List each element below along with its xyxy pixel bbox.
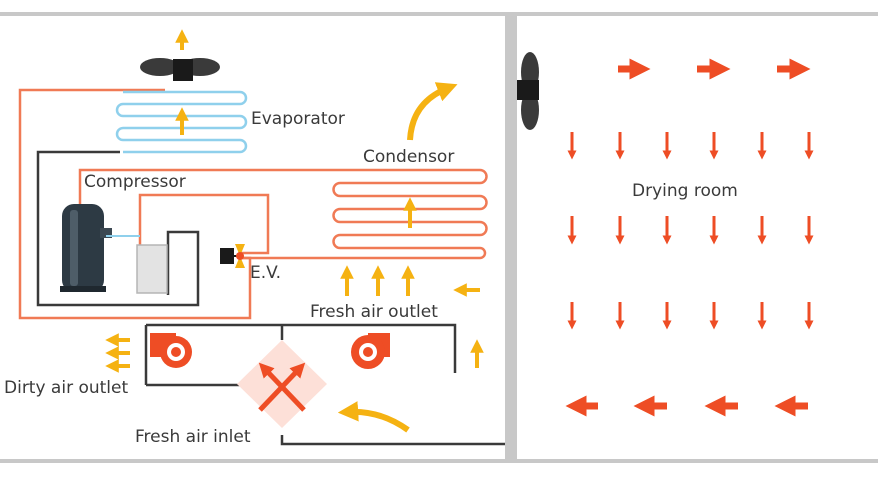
receiver-tank-icon	[136, 244, 168, 294]
evaporator-label: Evaporator	[251, 109, 345, 129]
fresh-air-inlet-label: Fresh air inlet	[135, 427, 251, 447]
evaporator-coil	[115, 90, 248, 154]
fresh-air-outlet-label: Fresh air outlet	[310, 302, 438, 322]
dirty-air-outlet-label: Dirty air outlet	[4, 378, 129, 398]
expansion-valve-label: E.V.	[250, 263, 281, 283]
heat-exchanger-icon	[237, 340, 327, 428]
condensor-label: Condensor	[363, 147, 455, 167]
compressor-icon	[60, 204, 140, 292]
airflow-arrows	[105, 29, 484, 433]
partition-wall	[505, 14, 517, 463]
expansion-valve-icon	[220, 244, 245, 268]
blower-icon	[150, 333, 192, 368]
fan-icon	[140, 58, 220, 81]
blower-icon	[351, 333, 390, 369]
drying-room-airflow-arrows	[565, 58, 814, 417]
fan-icon	[517, 52, 539, 130]
compressor-label: Compressor	[84, 172, 186, 192]
drying-room-label: Drying room	[632, 181, 738, 201]
frame	[0, 12, 878, 463]
wiring	[36, 150, 505, 446]
